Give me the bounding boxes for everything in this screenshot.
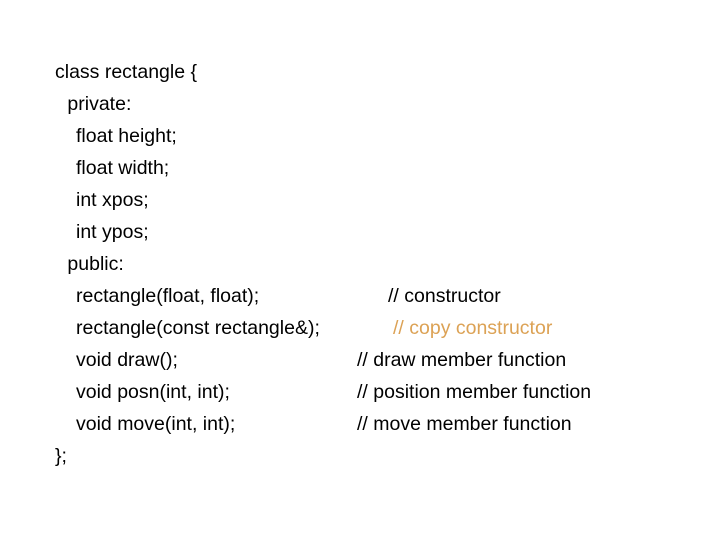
code-text: }; [55,445,67,467]
code-line: rectangle(const rectangle&); // copy cons… [0,312,720,344]
code-line: }; [0,440,720,472]
code-text: rectangle(const rectangle&); [76,317,320,339]
code-text: void move(int, int); [76,413,236,435]
code-text: class rectangle { [55,61,197,83]
code-line: private: [0,88,720,120]
code-line: void draw(); // draw member function [0,344,720,376]
code-text: float width; [76,157,170,179]
code-line: int xpos; [0,184,720,216]
code-line: float height; [0,120,720,152]
code-listing: class rectangle { private: float height; f… [0,56,720,472]
code-line: int ypos; [0,216,720,248]
code-text: void draw(); [76,349,178,371]
code-comment: // draw member function [357,349,567,371]
code-line: rectangle(float, float); // constructor [0,280,720,312]
code-text: void posn(int, int); [76,381,230,403]
code-comment: // position member function [357,381,592,403]
code-text: public: [62,253,124,275]
code-line: class rectangle { [0,56,720,88]
code-text: int ypos; [76,221,149,243]
code-line: void posn(int, int); // position member f… [0,376,720,408]
code-text: private: [62,93,132,115]
code-comment: // constructor [388,285,501,307]
code-text: int xpos; [76,189,149,211]
code-comment: // copy constructor [393,317,553,339]
code-line: float width; [0,152,720,184]
code-comment: // move member function [357,413,572,435]
code-line: public: [0,248,720,280]
code-text: float height; [76,125,177,147]
code-line: void move(int, int); // move member funct… [0,408,720,440]
code-text: rectangle(float, float); [76,285,260,307]
